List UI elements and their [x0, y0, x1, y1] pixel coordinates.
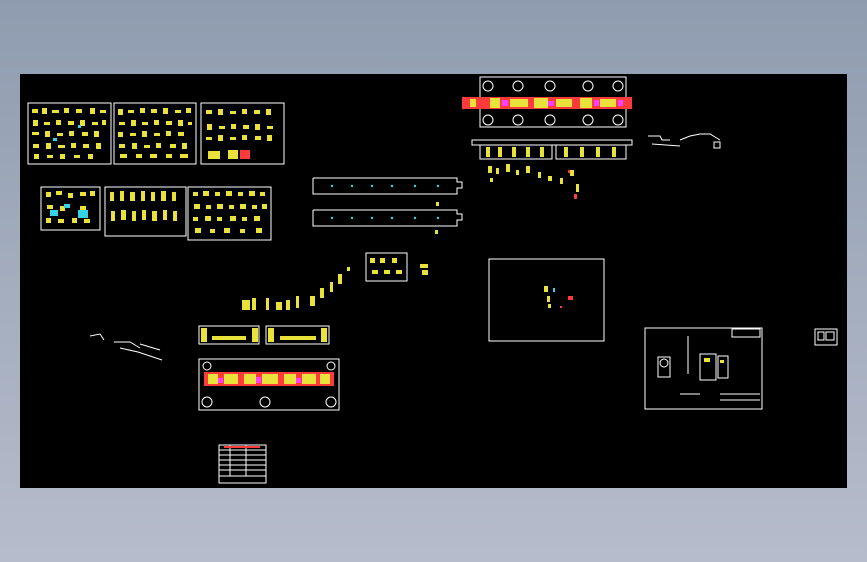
cad-drawing[interactable] — [20, 74, 847, 488]
parts-panel-3[interactable] — [200, 102, 285, 165]
cad-model-space[interactable] — [20, 74, 847, 488]
scattered-components-top[interactable] — [488, 164, 579, 192]
drawing-sheet-right[interactable] — [644, 327, 763, 410]
strip-layout-lower[interactable] — [312, 209, 463, 234]
die-plate-top[interactable] — [462, 76, 632, 128]
linework-left[interactable] — [89, 333, 163, 361]
parts-panel-6[interactable] — [187, 186, 272, 241]
parts-panel-2[interactable] — [113, 102, 197, 165]
parts-panel-4[interactable] — [40, 186, 101, 231]
bracket-detail-right[interactable] — [648, 133, 721, 149]
strip-layout-upper[interactable] — [312, 177, 463, 206]
side-view-blocks[interactable] — [198, 325, 330, 345]
die-plate-bottom[interactable] — [198, 358, 340, 411]
parts-panel-1[interactable] — [27, 102, 112, 165]
small-detail-box[interactable] — [365, 252, 408, 282]
die-section-top[interactable] — [471, 139, 633, 160]
bom-table[interactable] — [218, 444, 267, 484]
scattered-components-left[interactable] — [242, 274, 342, 310]
center-view-frame[interactable] — [488, 258, 605, 342]
small-glyph[interactable] — [420, 264, 428, 275]
drawing-sheet-small[interactable] — [814, 328, 838, 346]
parts-panel-5[interactable] — [104, 186, 187, 237]
